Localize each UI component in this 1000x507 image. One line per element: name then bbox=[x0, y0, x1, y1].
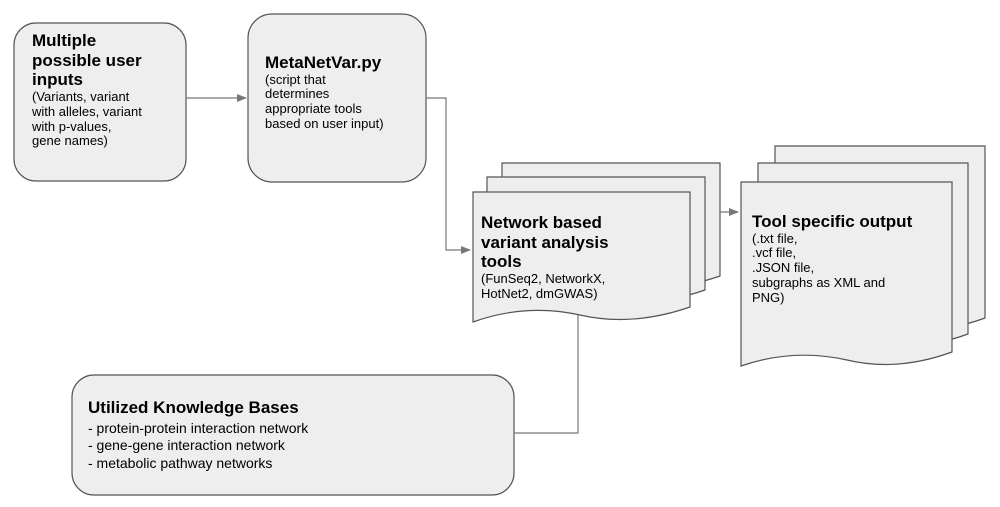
knowledge-item: - protein-protein interaction network bbox=[88, 419, 309, 436]
tools-page-front bbox=[472, 191, 691, 323]
output-page-front bbox=[740, 181, 953, 367]
script-node: MetaNetVar.py (script that determines ap… bbox=[265, 53, 425, 132]
connector-knowledge-to-tools bbox=[514, 315, 579, 434]
knowledge-box bbox=[71, 374, 515, 496]
inputs-description: (Variants, variant with alleles, variant… bbox=[32, 88, 142, 149]
script-description: (script that determines appropriate tool… bbox=[265, 71, 384, 132]
knowledge-node: Utilized Knowledge Bases - protein-prote… bbox=[88, 398, 508, 472]
connector-script-to-tools bbox=[426, 97, 471, 254]
output-title: Tool specific output bbox=[752, 212, 913, 231]
tools-title: Network based variant analysis tools bbox=[481, 213, 609, 272]
tools-node: Network based variant analysis tools (Fu… bbox=[481, 213, 686, 302]
inputs-title: Multiple possible user inputs bbox=[32, 31, 142, 90]
knowledge-title: Utilized Knowledge Bases bbox=[88, 398, 299, 417]
knowledge-item: - metabolic pathway networks bbox=[88, 454, 273, 471]
knowledge-item: - gene-gene interaction network bbox=[88, 437, 285, 454]
tools-document-stack bbox=[472, 162, 721, 323]
output-description: (.txt file, .vcf file, .JSON file, subgr… bbox=[752, 230, 886, 306]
output-document-stack bbox=[740, 145, 986, 367]
inputs-node: Multiple possible user inputs (Variants,… bbox=[32, 31, 182, 149]
tools-description: (FunSeq2, NetworkX, HotNet2, dmGWAS) bbox=[481, 270, 606, 301]
inputs-box bbox=[13, 22, 187, 182]
script-title: MetaNetVar.py bbox=[265, 53, 382, 72]
output-node: Tool specific output (.txt file, .vcf fi… bbox=[752, 212, 947, 306]
